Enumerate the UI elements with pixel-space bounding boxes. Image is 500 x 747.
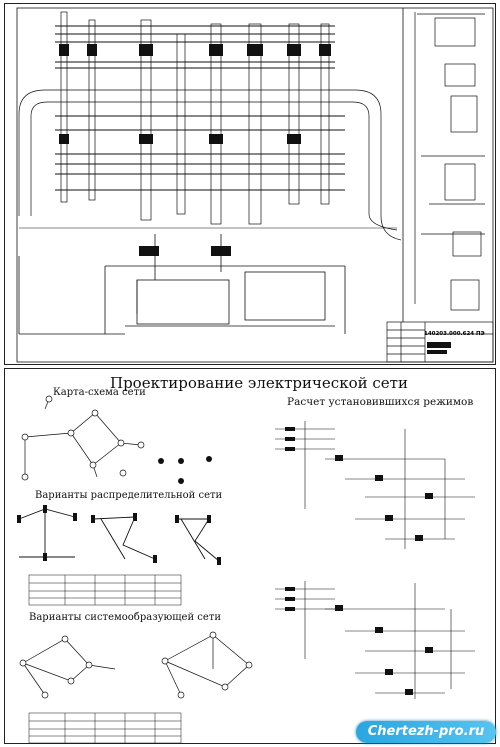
drawing-code: 140203.000.624 ПЭ [424,331,485,337]
distribution-variants-heading: Варианты распределительной сети [35,490,223,501]
system-variants [19,631,253,699]
network-design-drawing [17,395,475,744]
steady-state-schematic-2 [275,581,475,699]
substation-layout-drawing [16,7,494,363]
network-design-sheet: Проектирование электрической сети Карта-… [4,368,496,744]
steady-state-calc-heading: Расчет установившихся режимов [287,396,474,408]
watermark-badge[interactable]: Chertezh-pro.ru [356,721,496,743]
substation-layout-sheet [4,3,496,365]
network-map-scheme [21,395,212,484]
distribution-comparison-table [28,574,182,606]
poster-title: Проектирование электрической сети [110,374,408,392]
system-variants-heading: Варианты системообразующей сети [29,612,222,623]
distribution-variants [17,505,221,565]
system-comparison-table [28,712,182,744]
map-scheme-heading: Карта-схема сети [53,387,146,398]
steady-state-schematic-1 [275,421,475,549]
